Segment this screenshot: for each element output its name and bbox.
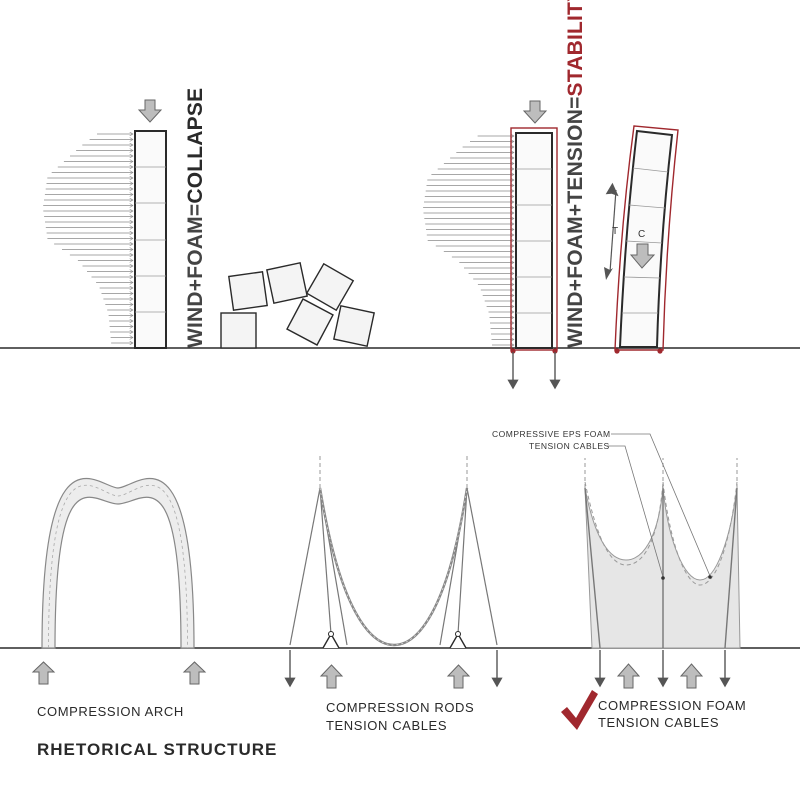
caption-foam-line1: COMPRESSION FOAM — [598, 698, 746, 713]
rods-anchor-arrows — [284, 650, 503, 688]
foam-column-tensioned — [510, 127, 558, 354]
caption-rods-line1: COMPRESSION RODS — [326, 700, 474, 715]
rods-cables-structure — [289, 455, 498, 649]
tension-arrow — [604, 182, 619, 280]
load-arrow-left — [137, 99, 163, 123]
foam-support-arrow-left — [616, 663, 641, 689]
foam-cables-structure — [584, 433, 741, 649]
arch-support-arrow-left — [31, 661, 56, 685]
anchor-arrows — [507, 352, 561, 390]
load-arrow-right — [522, 100, 548, 124]
compression-marker: C — [638, 229, 645, 240]
diagram-title: RHETORICAL STRUCTURE — [37, 740, 277, 759]
checkmark-icon — [561, 690, 598, 730]
wind-arrows-left — [43, 134, 133, 343]
rods-support-arrow-left — [319, 664, 344, 689]
equation-collapse: WIND+FOAM=COLLAPSE — [184, 88, 207, 348]
bent-column — [614, 125, 679, 354]
foam-support-arrow-right — [679, 663, 704, 689]
rods-support-arrow-right — [446, 664, 471, 689]
tension-marker: T — [612, 226, 618, 237]
foam-anchor-arrows — [594, 650, 731, 688]
wind-arrows-right — [423, 136, 514, 345]
collapsed-blocks — [220, 262, 375, 349]
arch-support-arrow-right — [182, 661, 207, 685]
caption-compression-arch: COMPRESSION ARCH — [37, 704, 184, 719]
caption-rods-line2: TENSION CABLES — [326, 718, 447, 733]
foam-column-left — [134, 130, 167, 349]
equation-stability: WIND+FOAM+TENSION=STABILITY — [564, 0, 587, 348]
compression-arch — [41, 477, 195, 649]
callout-compressive-foam: COMPRESSIVE EPS FOAM — [492, 429, 611, 439]
caption-foam-line2: TENSION CABLES — [598, 715, 719, 730]
callout-tension-cables: TENSION CABLES — [529, 441, 610, 451]
compression-arrow — [629, 243, 656, 269]
